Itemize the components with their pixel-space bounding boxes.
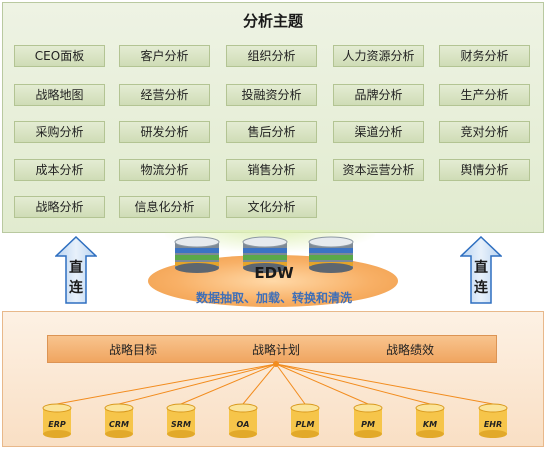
direct-label-1: 直 xyxy=(474,260,488,276)
edw-subtitle: 数据抽取、加载、转换和清洗 xyxy=(195,291,352,305)
edw-label: EDW xyxy=(254,264,294,282)
topic-cell: 战略分析 xyxy=(14,196,105,218)
topic-cell: CEO面板 xyxy=(14,45,105,67)
direct-label-1: 直 xyxy=(69,260,83,276)
database-icon xyxy=(228,403,258,438)
topic-cell: 生产分析 xyxy=(439,84,530,106)
database-icon xyxy=(415,403,445,438)
topic-cell: 采购分析 xyxy=(14,121,105,143)
topic-cell: 文化分析 xyxy=(226,196,317,218)
topic-cell: 物流分析 xyxy=(119,159,210,181)
strategy-plan: 战略计划 xyxy=(252,343,301,357)
analysis-topics-title: 分析主题 xyxy=(242,12,303,30)
source-ehr: EHR xyxy=(483,420,503,429)
topic-cell: 经营分析 xyxy=(119,84,210,106)
topic-cell: 信息化分析 xyxy=(119,196,210,218)
source-pm: PM xyxy=(361,420,375,429)
topic-cell: 舆情分析 xyxy=(439,159,530,181)
server-cylinder-icon xyxy=(308,236,354,273)
source-erp: ERP xyxy=(48,420,66,429)
database-icon xyxy=(166,403,196,438)
source-systems-panel xyxy=(2,311,544,447)
database-icon xyxy=(353,403,383,438)
source-crm: CRM xyxy=(109,420,129,429)
topic-cell: 战略地图 xyxy=(14,84,105,106)
analysis-topics-panel: 分析主题 xyxy=(2,2,544,233)
topic-cell: 销售分析 xyxy=(226,159,317,181)
topic-cell: 财务分析 xyxy=(439,45,530,67)
direct-label-2: 连 xyxy=(474,280,488,296)
database-icon xyxy=(478,403,508,438)
up-arrow-icon xyxy=(460,236,502,304)
topic-cell: 研发分析 xyxy=(119,121,210,143)
strategy-bar xyxy=(47,335,497,363)
database-icon xyxy=(290,403,320,438)
topic-cell: 客户分析 xyxy=(119,45,210,67)
topic-cell: 资本运营分析 xyxy=(333,159,424,181)
topic-cell: 投融资分析 xyxy=(226,84,317,106)
topic-cell: 品牌分析 xyxy=(333,84,424,106)
up-arrow-icon xyxy=(55,236,97,304)
topic-cell: 售后分析 xyxy=(226,121,317,143)
direct-label-2: 连 xyxy=(69,280,83,296)
source-oa: OA xyxy=(236,420,250,429)
strategy-performance: 战略绩效 xyxy=(386,343,435,357)
server-cylinder-icon xyxy=(242,236,288,273)
database-icon xyxy=(104,403,134,438)
source-plm: PLM xyxy=(295,420,315,429)
database-icon xyxy=(42,403,72,438)
server-cylinder-icon xyxy=(174,236,220,273)
source-km: KM xyxy=(422,420,438,429)
strategy-goal: 战略目标 xyxy=(109,343,158,357)
topic-cell: 成本分析 xyxy=(14,159,105,181)
topic-cell: 组织分析 xyxy=(226,45,317,67)
topic-cell: 人力资源分析 xyxy=(333,45,424,67)
topic-cell: 渠道分析 xyxy=(333,121,424,143)
topic-cell: 竞对分析 xyxy=(439,121,530,143)
source-srm: SRM xyxy=(171,420,191,429)
